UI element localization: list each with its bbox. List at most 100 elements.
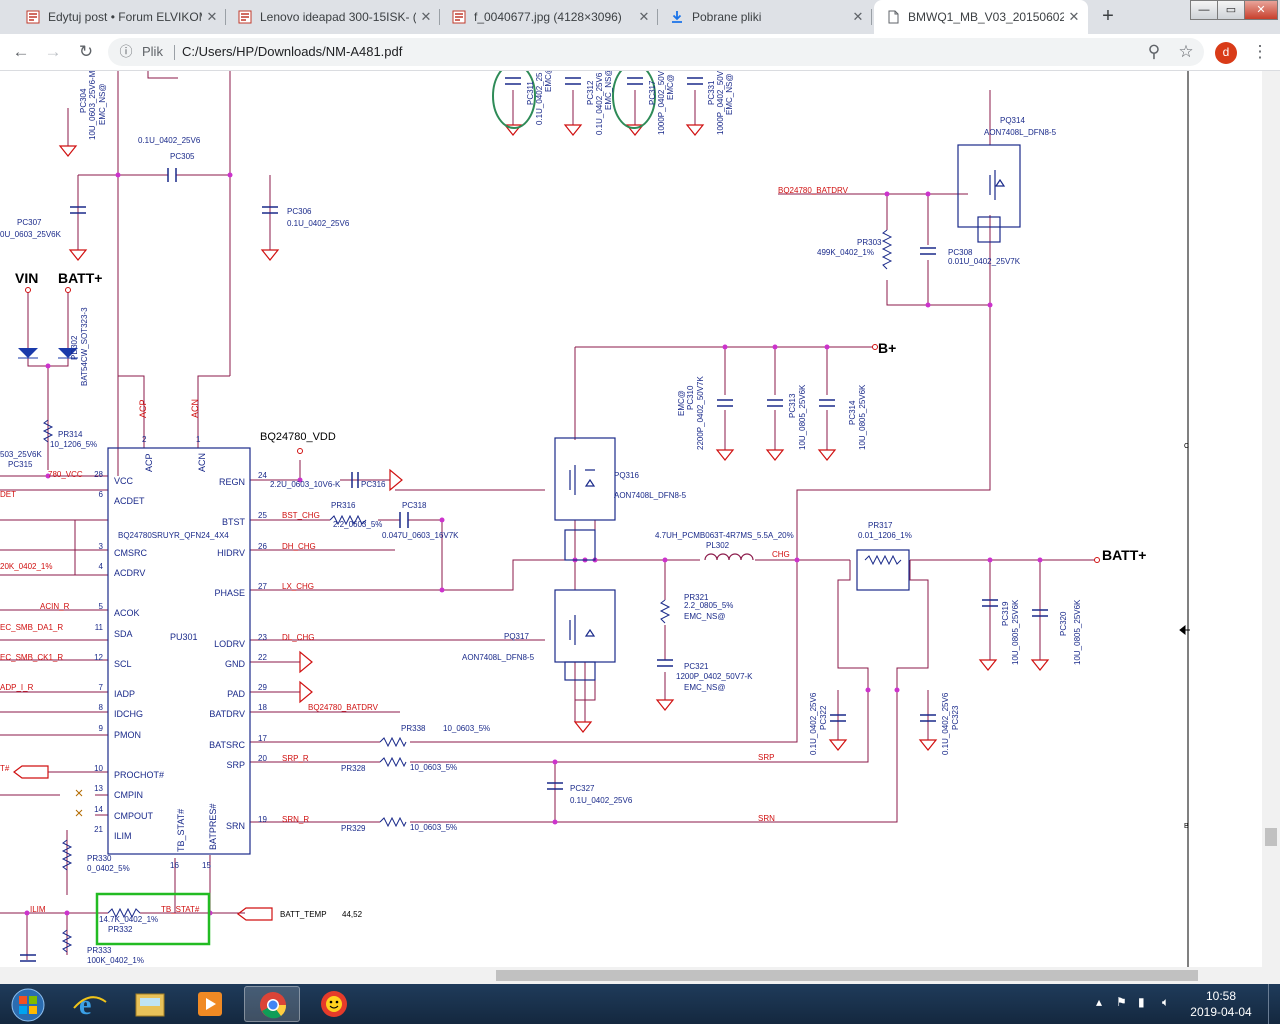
url-text[interactable]: C:/Users/HP/Downloads/NM-A481.pdf bbox=[182, 44, 403, 59]
no-connect-marks bbox=[75, 789, 83, 817]
action-center-icon[interactable]: ⚑ bbox=[1116, 995, 1127, 1009]
scroll-thumb[interactable] bbox=[496, 970, 1198, 981]
tab-pdf-active[interactable]: BMWQ1_MB_V03_20150602 ✕ bbox=[874, 0, 1088, 34]
document-icon bbox=[888, 10, 899, 24]
system-clock[interactable]: 10:58 2019-04-04 bbox=[1186, 988, 1256, 1020]
taskbar-chrome[interactable] bbox=[244, 986, 300, 1022]
ic-pin-name: BATDRV bbox=[209, 709, 245, 719]
ic-pin-number: 20 bbox=[258, 754, 267, 763]
clock-date: 2019-04-04 bbox=[1190, 1005, 1252, 1019]
ic-pin-number: 3 bbox=[99, 542, 104, 551]
close-tab-icon[interactable]: ✕ bbox=[1068, 9, 1080, 24]
component-ref: PC318 bbox=[402, 501, 427, 510]
taskbar-app[interactable] bbox=[306, 986, 362, 1022]
clock-time: 10:58 bbox=[1205, 989, 1237, 1003]
component-extra: EMC_NS@ bbox=[684, 683, 725, 692]
component-value: 10_0603_5% bbox=[410, 763, 457, 772]
component-value: 0.1U_0402_25 bbox=[535, 72, 544, 125]
tab-forum-edit[interactable]: Edytuj post • Forum ELVIKOM ✕ bbox=[14, 0, 226, 34]
close-tab-icon[interactable]: ✕ bbox=[852, 9, 864, 24]
forum-favicon-icon bbox=[452, 10, 466, 24]
tab-jpg[interactable]: f_0040677.jpg (4128×3096) ✕ bbox=[440, 0, 658, 34]
download-icon bbox=[672, 11, 682, 23]
component-ref: PC320 bbox=[1059, 611, 1068, 636]
ic-pin-number: 4 bbox=[99, 562, 104, 571]
net-label: DET bbox=[0, 490, 16, 499]
net-label: DL_CHG bbox=[282, 633, 314, 642]
net-label: SRN bbox=[758, 814, 775, 823]
border-marker bbox=[1179, 624, 1190, 636]
ic-pin-name: IADP bbox=[114, 689, 135, 699]
net-label: ACIN_R bbox=[40, 602, 70, 611]
component-value: 10_1206_5% bbox=[50, 440, 97, 449]
new-tab-button[interactable]: + bbox=[1102, 5, 1114, 27]
taskbar-ie[interactable]: e bbox=[62, 986, 118, 1022]
ic-body bbox=[107, 447, 251, 855]
taskbar-media[interactable] bbox=[182, 986, 238, 1022]
zoom-icon[interactable]: ⚲ bbox=[1147, 42, 1161, 61]
scroll-thumb[interactable] bbox=[1265, 828, 1277, 846]
component-value: 10U_0805_25V6K bbox=[798, 384, 807, 450]
net-label: DH_CHG bbox=[282, 542, 316, 551]
network-icon[interactable]: ▮ bbox=[1138, 995, 1145, 1009]
ic-pin-number: 1 bbox=[196, 435, 201, 444]
ic-pin-name: IDCHG bbox=[114, 709, 143, 719]
tray-arrow-icon[interactable]: ▴ bbox=[1096, 995, 1103, 1009]
component-extra: EMC_NS@ bbox=[725, 74, 734, 115]
profile-avatar[interactable]: d bbox=[1215, 42, 1237, 64]
schematic-drawing: VIN BATT+ B+ BATT+ BQ24780_VDD BQ24780SR… bbox=[0, 71, 1190, 967]
ic-pin-name: CMPIN bbox=[114, 790, 143, 800]
close-tab-icon[interactable]: ✕ bbox=[638, 9, 650, 24]
show-desktop-button[interactable] bbox=[1268, 984, 1280, 1024]
taskbar: e ▴ ⚑ ▮ 🔈︎ 10:58 2019-04-04 bbox=[0, 984, 1280, 1024]
back-icon[interactable]: ← bbox=[12, 42, 30, 61]
address-bar[interactable]: ⓘ Plik C:/Users/HP/Downloads/NM-A481.pdf… bbox=[108, 38, 1204, 66]
tab-lenovo[interactable]: Lenovo ideapad 300-15ISK- ( ✕ bbox=[226, 0, 440, 34]
close-window-button[interactable]: ✕ bbox=[1244, 0, 1278, 20]
net-label: CHG bbox=[772, 550, 790, 559]
info-icon[interactable]: ⓘ bbox=[119, 44, 133, 59]
component-ref: PR317 bbox=[868, 521, 893, 530]
vertical-scrollbar[interactable] bbox=[1262, 71, 1280, 986]
ic-pin-number: 16 bbox=[170, 861, 179, 870]
ic-pin-number: 19 bbox=[258, 815, 267, 824]
component-extra: EMC@ bbox=[666, 74, 675, 100]
bookmark-star-icon[interactable]: ☆ bbox=[1178, 42, 1194, 61]
component-ref: PC316 bbox=[361, 480, 386, 489]
component-extra: EMC_NS@ bbox=[98, 84, 107, 125]
ic-pin-name: BTST bbox=[222, 517, 246, 527]
forum-favicon-icon bbox=[26, 10, 40, 24]
ic-pin-number: 25 bbox=[258, 511, 267, 520]
pdf-viewer[interactable]: VIN BATT+ B+ BATT+ BQ24780_VDD BQ24780SR… bbox=[0, 71, 1280, 986]
taskbar-explorer[interactable] bbox=[122, 986, 178, 1022]
reload-icon[interactable]: ↻ bbox=[78, 42, 94, 61]
ic-pin-number: 29 bbox=[258, 683, 267, 692]
ic-pin-number: 21 bbox=[94, 825, 103, 834]
horizontal-scrollbar[interactable] bbox=[0, 967, 1262, 984]
ic-pin-number: 22 bbox=[258, 653, 267, 662]
start-button[interactable] bbox=[0, 986, 56, 1022]
maximize-button[interactable]: ▭ bbox=[1217, 0, 1245, 20]
component-ref: PR316 bbox=[331, 501, 356, 510]
component-ref: PC304 bbox=[79, 88, 88, 113]
component-value: AON7408L_DFN8-5 bbox=[462, 653, 535, 662]
component-ref: PC319 bbox=[1001, 601, 1010, 626]
close-tab-icon[interactable]: ✕ bbox=[420, 9, 432, 24]
chrome-icon bbox=[260, 992, 287, 1019]
menu-icon[interactable]: ⋮ bbox=[1251, 42, 1269, 61]
component-ref: PQ317 bbox=[504, 632, 529, 641]
forward-icon[interactable]: → bbox=[44, 42, 62, 61]
ic-pin-name: ACOK bbox=[114, 608, 140, 618]
net-label: 780_VCC bbox=[48, 470, 83, 479]
component-value: AON7408L_DFN8-5 bbox=[614, 491, 687, 500]
component-value: 0.1U_0402_25V6 bbox=[138, 136, 201, 145]
minimize-button[interactable]: — bbox=[1190, 0, 1218, 20]
component-value: 1000P_0402_50V bbox=[716, 71, 725, 135]
ic-pin-name: TB_STAT# bbox=[176, 809, 186, 852]
ic-pin-number: 17 bbox=[258, 734, 267, 743]
close-tab-icon[interactable]: ✕ bbox=[206, 9, 218, 24]
component-value: 0.1U_0402_25V6 bbox=[809, 692, 818, 755]
net-label: TB_STAT# bbox=[161, 905, 200, 914]
volume-icon[interactable]: 🔈︎ bbox=[1162, 995, 1170, 1009]
tab-downloads[interactable]: Pobrane pliki ✕ bbox=[658, 0, 872, 34]
